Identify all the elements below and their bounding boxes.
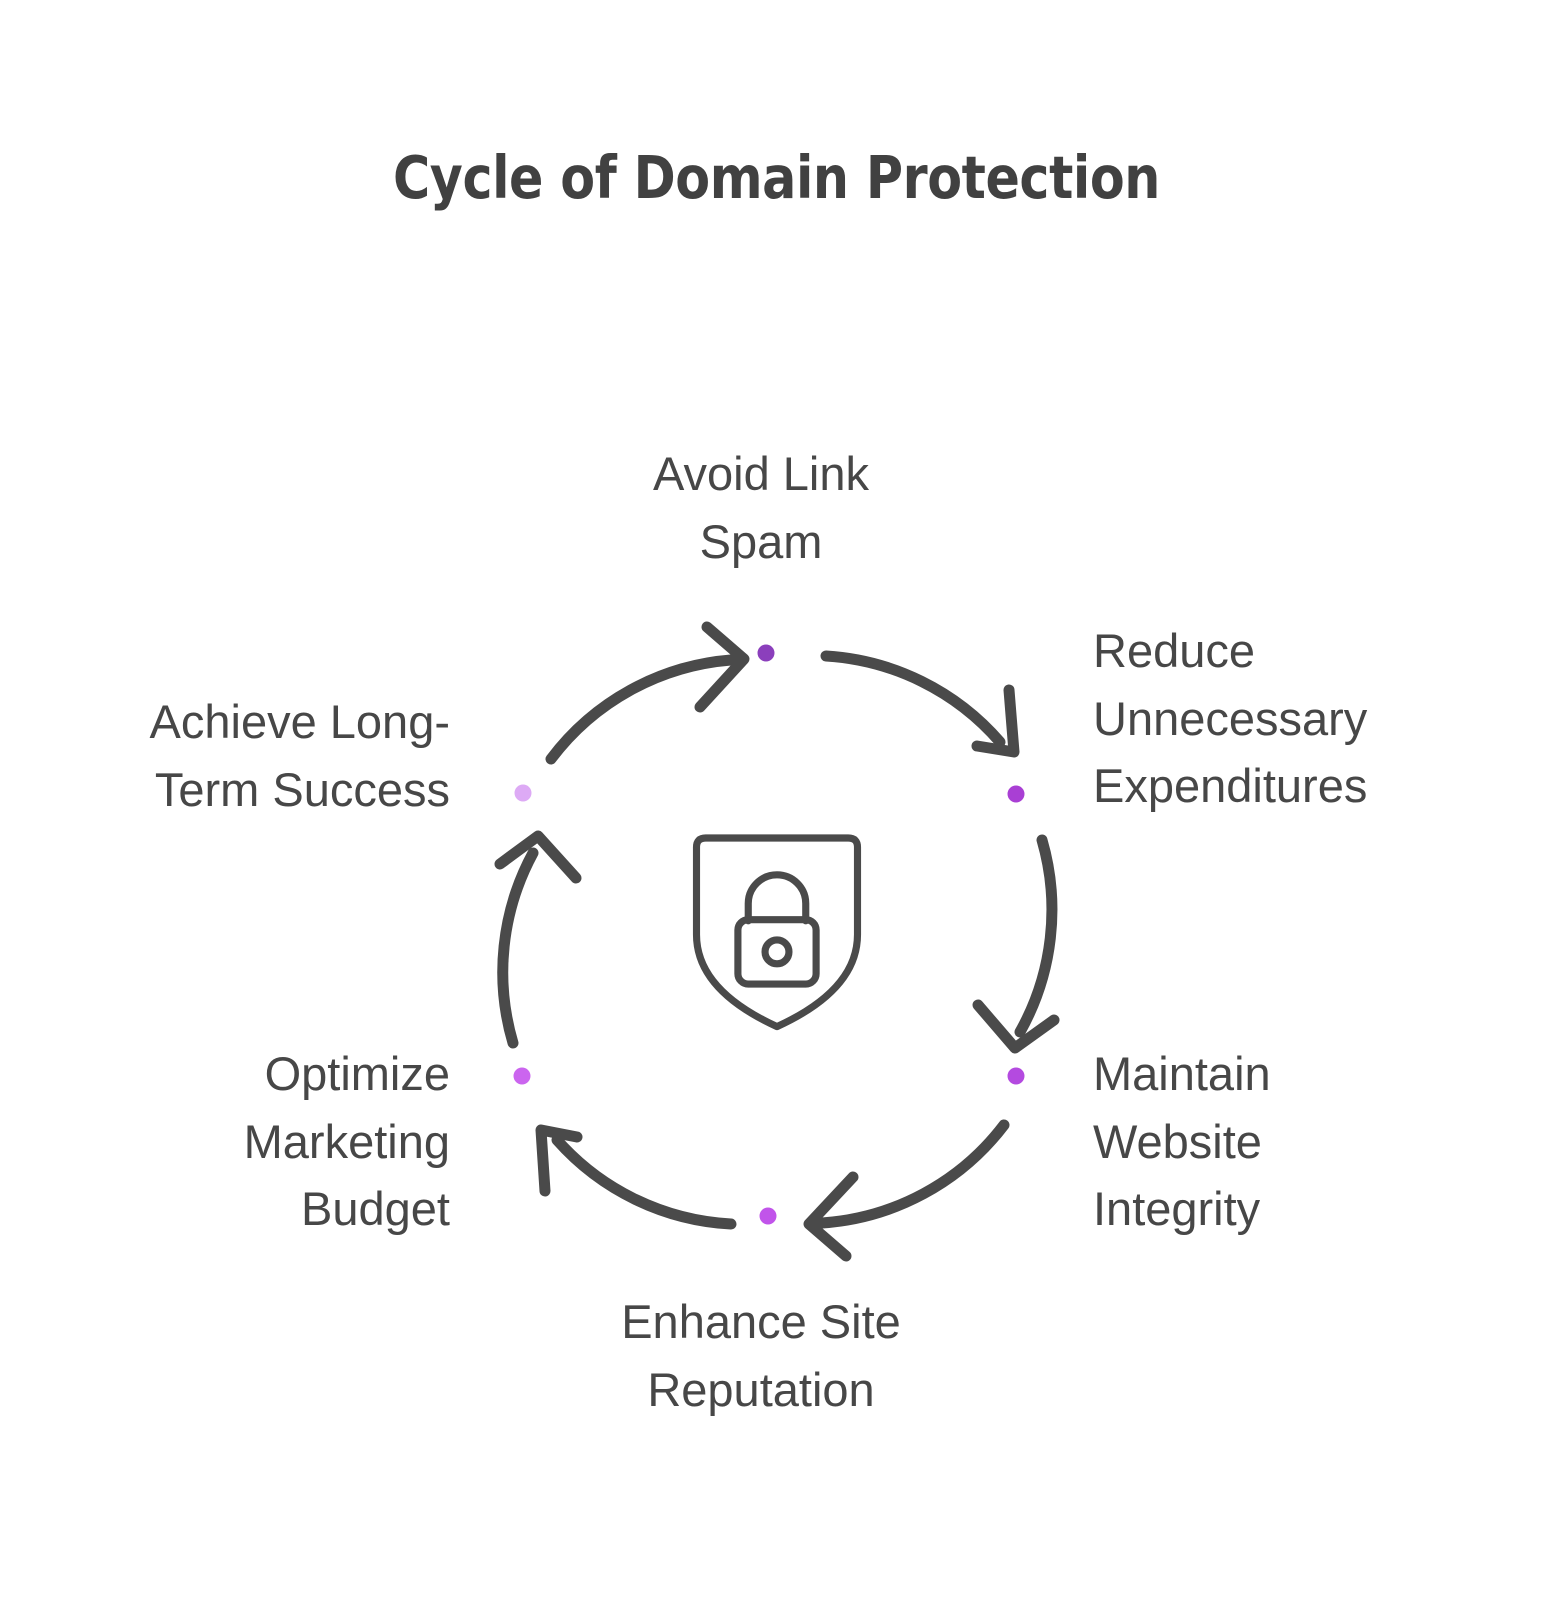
page-title: Cycle of Domain Protection <box>392 143 1160 212</box>
arrow-enhance-reputation-to-optimize-budget <box>535 1124 737 1230</box>
node-dot-achieve-success[interactable] <box>514 784 532 802</box>
arrow-reduce-expenditures-to-maintain-integrity <box>972 834 1060 1054</box>
shield-lock-icon <box>692 834 861 1031</box>
node-label-avoid-link-spam: Avoid Link Spam <box>653 447 869 568</box>
node-label-enhance-reputation: Enhance Site Reputation <box>621 1295 901 1416</box>
node-dot-avoid-link-spam[interactable] <box>757 644 775 662</box>
arrow-avoid-link-spam-to-reduce-expenditures <box>820 650 1020 758</box>
node-label-maintain-integrity: Maintain Website Integrity <box>1093 1047 1271 1236</box>
node-dot-reduce-expenditures[interactable] <box>1007 785 1025 803</box>
node-dot-optimize-budget[interactable] <box>513 1067 531 1085</box>
node-dot-maintain-integrity[interactable] <box>1007 1067 1025 1085</box>
node-label-optimize-budget: Optimize Marketing Budget <box>243 1047 450 1236</box>
node-dot-enhance-reputation[interactable] <box>759 1207 777 1225</box>
arrow-maintain-integrity-to-enhance-reputation <box>803 1119 1010 1262</box>
arrow-optimize-budget-to-achieve-success <box>494 830 582 1049</box>
arrow-achieve-success-to-avoid-link-spam <box>545 621 750 765</box>
node-label-reduce-expenditures: Reduce Unnecessary Expenditures <box>1093 624 1368 813</box>
node-label-achieve-success: Achieve Long- Term Success <box>149 695 450 816</box>
